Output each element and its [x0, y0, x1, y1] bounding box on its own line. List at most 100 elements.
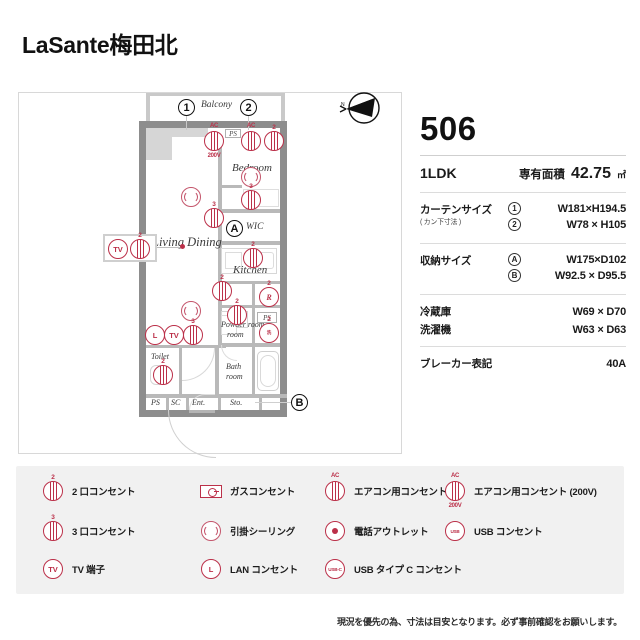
tv-callout-box: TV 2 — [103, 232, 157, 262]
marker-2-leader — [248, 116, 249, 130]
usb-outlet-icon-label: USB — [450, 528, 460, 534]
wall-top — [139, 121, 287, 128]
legend-label-ac-outlet-200v: エアコン用コンセント (200V) — [474, 487, 597, 498]
disclaimer-text: 現況を優先の為、寸法は目安となります。必ず事前確認をお願いします。 — [336, 617, 622, 627]
legend-item-ceiling-light: 引掛シーリング — [200, 520, 295, 542]
legend-item-usb-outlet: USB USB コンセント — [444, 520, 543, 542]
divider-4 — [420, 294, 626, 295]
curtain-value-2: W78 × H105 — [566, 218, 627, 231]
layout-type: 1LDK — [420, 165, 457, 181]
room-label-bath: Bath — [226, 362, 242, 371]
storage-marker-a: A — [226, 220, 243, 237]
curtain-row-2: 2 W78 × H105 — [508, 218, 626, 231]
lan-outlet-living: L — [145, 325, 165, 345]
marker-b-leader — [255, 402, 291, 403]
storage-size-label: 収納サイズ — [420, 255, 472, 267]
room-label-toilet: Toilet — [151, 352, 169, 361]
three-outlet-living-tv-count: 3 — [191, 318, 195, 325]
room-number: 506 — [420, 110, 477, 147]
room-label-powder-room-2: room — [227, 330, 244, 339]
partition-entry-c — [218, 394, 221, 410]
three-outlet-bedroom: 3 — [241, 183, 261, 210]
partition-wic-bottom — [218, 241, 280, 245]
curtain-size-label: カーテンサイズ — [420, 204, 492, 216]
balcony-rail-left — [146, 93, 150, 123]
two-outlet-count-label: 2 — [272, 124, 276, 131]
legend-item-ac-outlet: AC エアコン用コンセント — [324, 473, 447, 502]
entrance-door-panel — [189, 410, 215, 413]
tv-terminal-icon: TV — [42, 558, 64, 580]
two-outlet-kitchen-left-count: 2 — [220, 274, 224, 281]
room-label-living-dining: Living Dining — [152, 235, 222, 249]
room-label-powder-room: Powder room — [221, 320, 265, 329]
legend-item-gas-outlet: ガスコンセント — [200, 480, 295, 502]
legend-label-three-outlet: 3 口コンセント — [72, 527, 136, 538]
washer-outlet: 洗 2 — [259, 316, 279, 343]
storage-size-rows: A W175×D102 B W92.5 × D95.5 — [508, 253, 626, 285]
layout-area-row: 1LDK 専有面積 42.75 ㎡ — [420, 165, 626, 183]
toilet-door-arc — [182, 348, 215, 381]
ac-outlet-volt-label: 200V — [207, 153, 221, 159]
legend-item-usb-c-outlet: USB-C USB タイプ C コンセント — [324, 558, 462, 580]
partition-hall-left — [215, 345, 219, 397]
curtain-value-1: W181×H194.5 — [557, 202, 627, 215]
entrance-door-arc — [168, 410, 216, 458]
two-outlet-kitchen-counter: 2 — [243, 241, 263, 268]
ac-outlet-bedroom: AC — [241, 123, 261, 151]
legend-item-tv-terminal: TV TV 端子 — [42, 558, 105, 580]
two-outlet-powder: 2 — [227, 298, 247, 325]
storage-value-b: W92.5 × D95.5 — [554, 269, 626, 282]
area-unit: ㎡ — [616, 170, 626, 180]
tv-terminal-icon-label: TV — [48, 564, 58, 574]
three-outlet-icon-count: 3 — [51, 514, 55, 521]
washer-value: W63 × D63 — [572, 324, 626, 336]
legend-label-lan-outlet: LAN コンセント — [230, 565, 298, 576]
wall-left — [139, 121, 146, 417]
storage-row-b: B W92.5 × D95.5 — [508, 269, 626, 282]
partition-bedroom-left — [218, 135, 222, 213]
curtain-marker-1: 1 — [178, 99, 195, 116]
three-outlet-icon: 3 — [42, 514, 64, 542]
lan-outlet-icon: L — [200, 558, 222, 580]
room-label-storage: Sto. — [230, 398, 243, 407]
tv-terminal-callout-label: TV — [113, 244, 123, 254]
curtain-size-labels: カーテンサイズ ( カン下寸法 ) — [420, 202, 508, 234]
usb-c-outlet-icon-label: USB-C — [328, 566, 342, 572]
ceiling-light-bedroom — [241, 167, 261, 187]
storage-value-a: W175×D102 — [566, 253, 626, 266]
bathtub-inner — [260, 355, 276, 387]
storage-marker-b: B — [291, 394, 308, 411]
three-outlet-living-count: 3 — [212, 201, 216, 208]
ceiling-light-living-upper — [181, 187, 201, 207]
lan-outlet-icon-label: L — [208, 564, 214, 574]
two-outlet-kitchen-left: 2 — [212, 274, 232, 301]
curtain-row-1: 1 W181×H194.5 — [508, 202, 626, 215]
bath-door-arc — [221, 345, 237, 361]
legend-grid: 2 2 口コンセント ガスコンセント AC エアコン用コンセント — [16, 466, 624, 594]
ac-outlet-label: AC — [209, 123, 219, 129]
ac-200v-icon-volt-label: 200V — [448, 503, 462, 509]
ac-outlet-bedroom-label: AC — [246, 123, 256, 129]
two-outlet-toilet: 2 — [153, 358, 173, 385]
room-label-entrance: Ent. — [192, 398, 206, 407]
ac-outlet-200v-icon: AC 200V — [444, 473, 466, 509]
breaker-label: ブレーカー表記 — [420, 358, 493, 370]
two-outlet-powder-count: 2 — [235, 298, 239, 305]
tv-terminal-living: TV — [164, 325, 184, 345]
partition-entry-b — [186, 394, 189, 410]
area-label: 専有面積 — [518, 169, 565, 181]
balcony-rail-right — [281, 93, 285, 123]
curtain-index-2: 2 — [508, 218, 521, 231]
storage-index-b: B — [508, 269, 521, 282]
curtain-marker-2: 2 — [240, 99, 257, 116]
legend-item-lan-outlet: L LAN コンセント — [200, 558, 298, 580]
ceiling-light-living-lower — [181, 301, 201, 321]
partition-ps-k — [252, 284, 255, 345]
tv-terminal-label: TV — [169, 330, 179, 340]
fridge-outlet: R 2 — [259, 280, 279, 307]
fridge-value: W69 × D70 — [572, 306, 626, 318]
floorplan: Balcony Bedroom Living Dining WIC Kitche… — [18, 92, 402, 458]
room-label-balcony: Balcony — [201, 100, 233, 110]
legend-label-phone-outlet: 電話アウトレット — [354, 527, 429, 538]
partition-bath-right — [252, 347, 255, 395]
